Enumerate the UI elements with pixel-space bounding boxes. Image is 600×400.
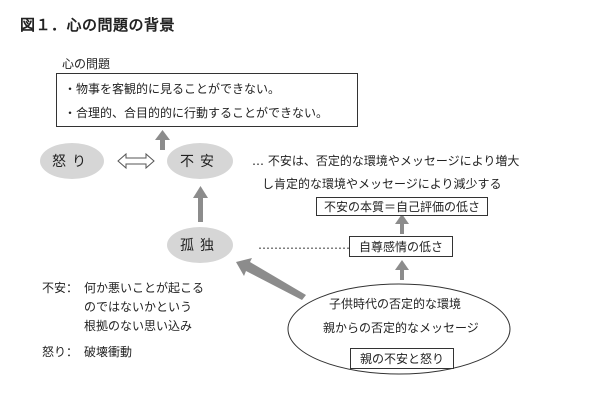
childhood-line2: 親からの否定的なメッセージ <box>323 321 479 335</box>
definition-anxiety-line3: 根拠のない思い込み <box>84 319 193 333</box>
arrow-anxiety-to-problems <box>155 130 170 150</box>
anxiety-oval: 不安 <box>167 143 233 179</box>
anger-label: 怒り <box>52 154 92 170</box>
anxiety-essence-box: 不安の本質＝自己評価の低さ <box>316 197 488 216</box>
definition-anger-term: 怒り： <box>42 345 79 359</box>
isolation-dotted-leader: …………………… <box>258 238 354 252</box>
definition-anxiety-line1: 何か悪いことが起こる <box>84 281 205 295</box>
problems-box <box>56 73 358 127</box>
problem-item-1: ・物事を客観的に見ることができない。 <box>64 82 281 96</box>
parent-anxiety-anger-box: 親の不安と怒り <box>350 348 454 369</box>
arrow-childhood-to-selfesteem <box>395 260 409 280</box>
arrow-isolation-to-anxiety <box>193 186 208 222</box>
anxiety-note-line1: … 不安は、否定的な環境やメッセージにより増大 <box>252 154 520 168</box>
childhood-ellipse <box>287 283 511 375</box>
anxiety-note-line2: し肯定的な環境やメッセージにより減少する <box>262 177 502 191</box>
double-arrow-anger-anxiety <box>117 152 155 170</box>
definition-anger-text: 破壊衝動 <box>84 345 133 359</box>
arrow-selfesteem-to-essence <box>395 214 409 234</box>
problem-item-2: ・合理的、合目的的に行動することができない。 <box>64 106 329 120</box>
isolation-oval: 孤独 <box>167 227 233 263</box>
childhood-line1: 子供時代の否定的な環境 <box>329 297 462 311</box>
anger-oval: 怒り <box>40 143 104 179</box>
figure-title: 図１．心の問題の背景 <box>20 16 176 34</box>
definition-anxiety-term: 不安： <box>42 281 79 295</box>
definition-anxiety-line2: のではないかという <box>84 300 193 314</box>
isolation-label: 孤独 <box>180 238 220 254</box>
problems-label: 心の問題 <box>62 57 111 71</box>
arrow-childhood-to-isolation <box>236 258 306 300</box>
anxiety-label: 不安 <box>180 154 220 170</box>
self-esteem-box: 自尊感情の低さ <box>349 236 453 257</box>
